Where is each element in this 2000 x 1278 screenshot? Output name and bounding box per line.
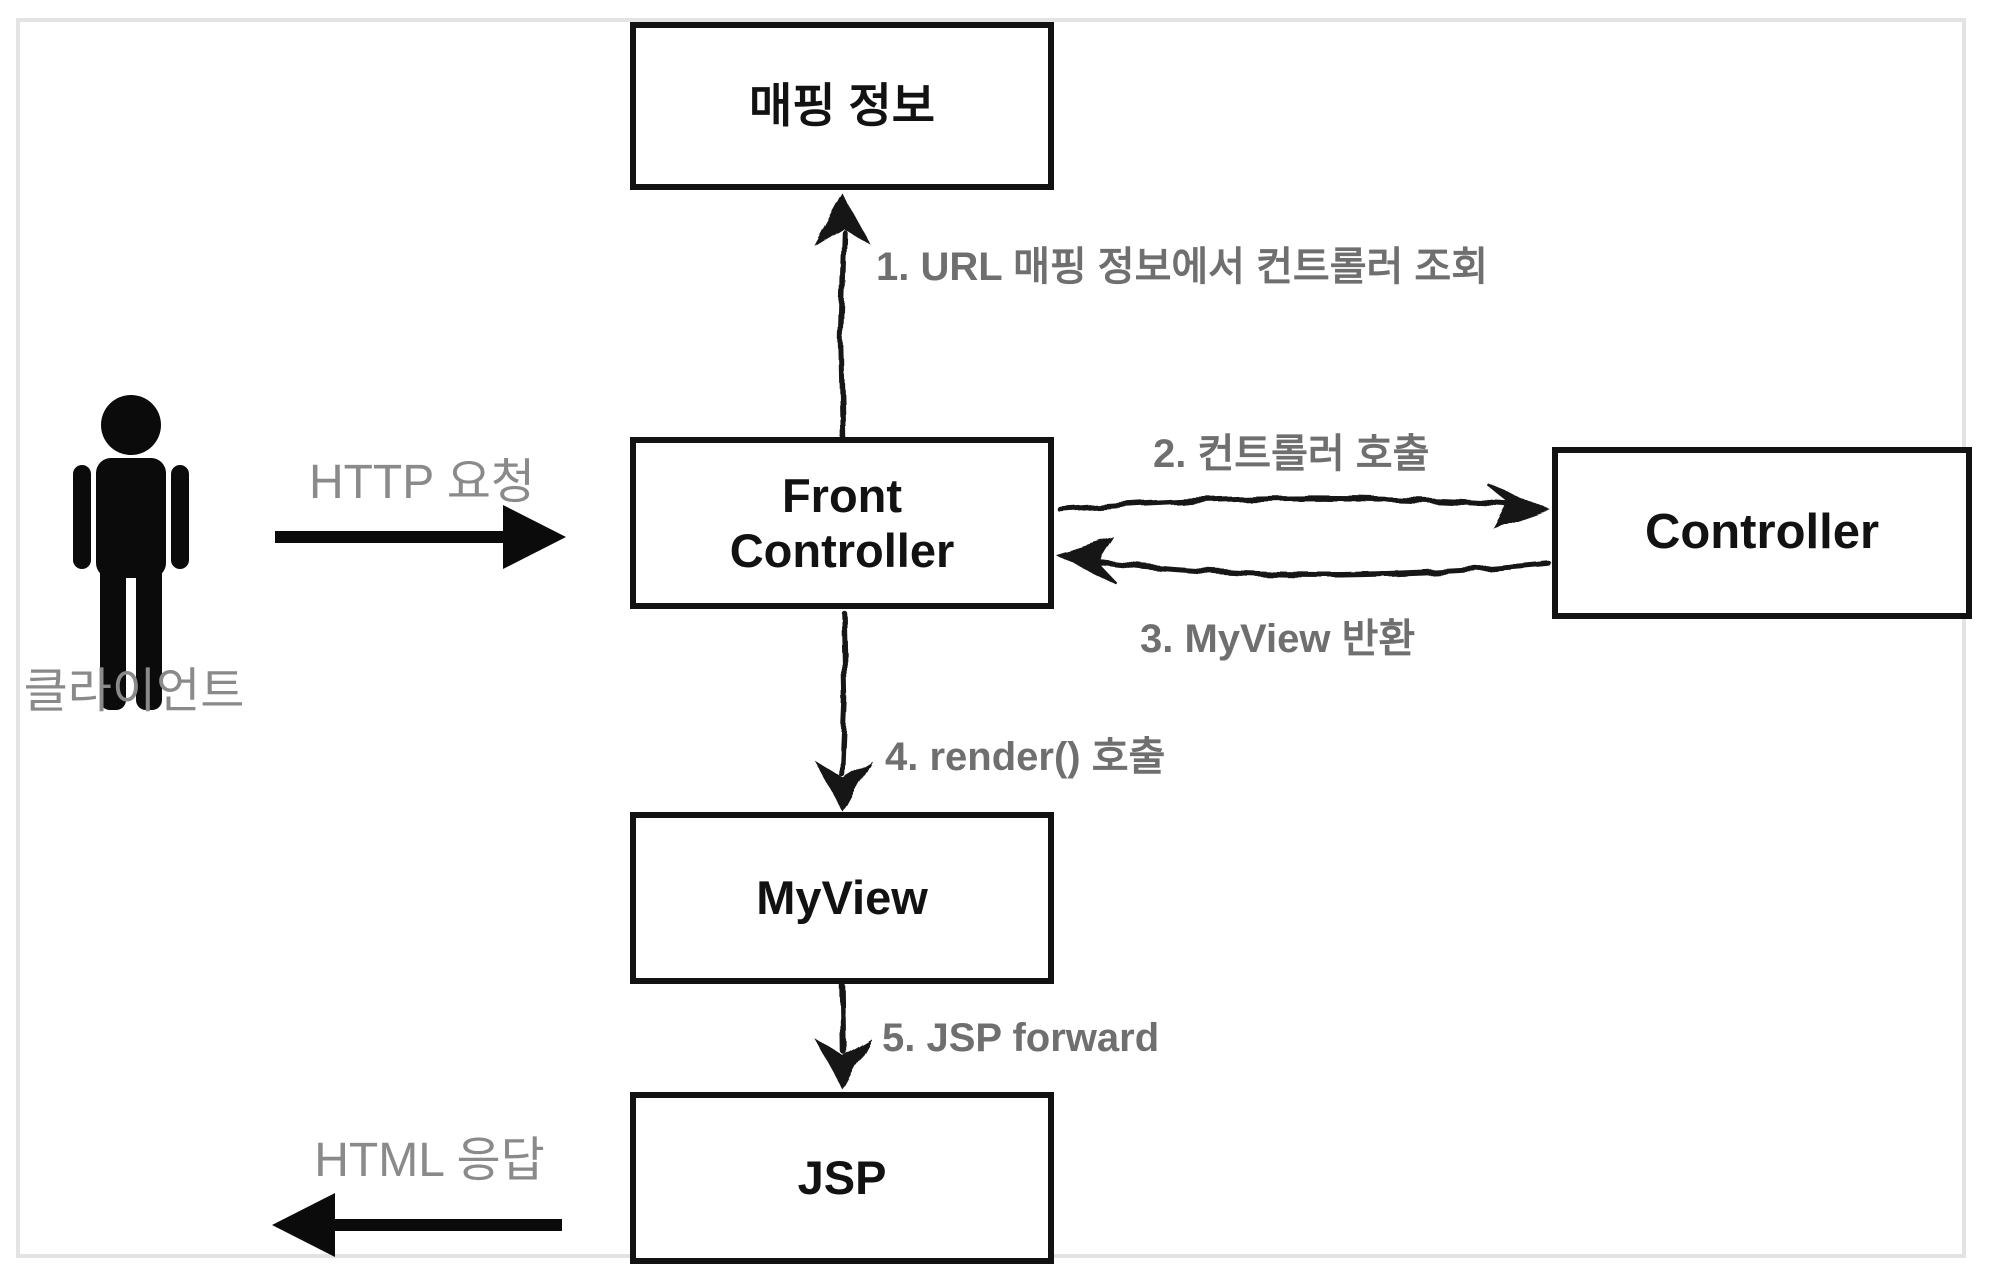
step2-arrow [1057, 484, 1551, 530]
step2-label: 2. 컨트롤러 호출 [1153, 432, 1430, 476]
front-controller-box: Front Controller [630, 437, 1054, 609]
jsp-box: JSP [630, 1092, 1054, 1264]
step3-label: 3. MyView 반환 [1140, 617, 1416, 661]
html-response-arrow [272, 1193, 562, 1257]
http-request-arrow [275, 505, 566, 569]
person-icon [73, 395, 189, 710]
http-request-label: HTTP 요청 [308, 456, 536, 509]
step5-label: 5. JSP forward [882, 1016, 1160, 1060]
step4-arrow [814, 609, 872, 813]
myview-box: MyView [630, 812, 1054, 984]
controller-box: Controller [1552, 447, 1972, 619]
client-label: 클라이언트 [23, 665, 245, 718]
step4-label: 4. render() 호출 [885, 735, 1166, 779]
step1-label: 1. URL 매핑 정보에서 컨트롤러 조회 [876, 245, 1489, 289]
step5-arrow [814, 983, 872, 1091]
html-response-label: HTML 응답 [314, 1134, 545, 1187]
step3-arrow [1055, 537, 1551, 585]
mapping-info-box: 매핑 정보 [630, 22, 1054, 190]
step1-arrow [814, 193, 872, 440]
